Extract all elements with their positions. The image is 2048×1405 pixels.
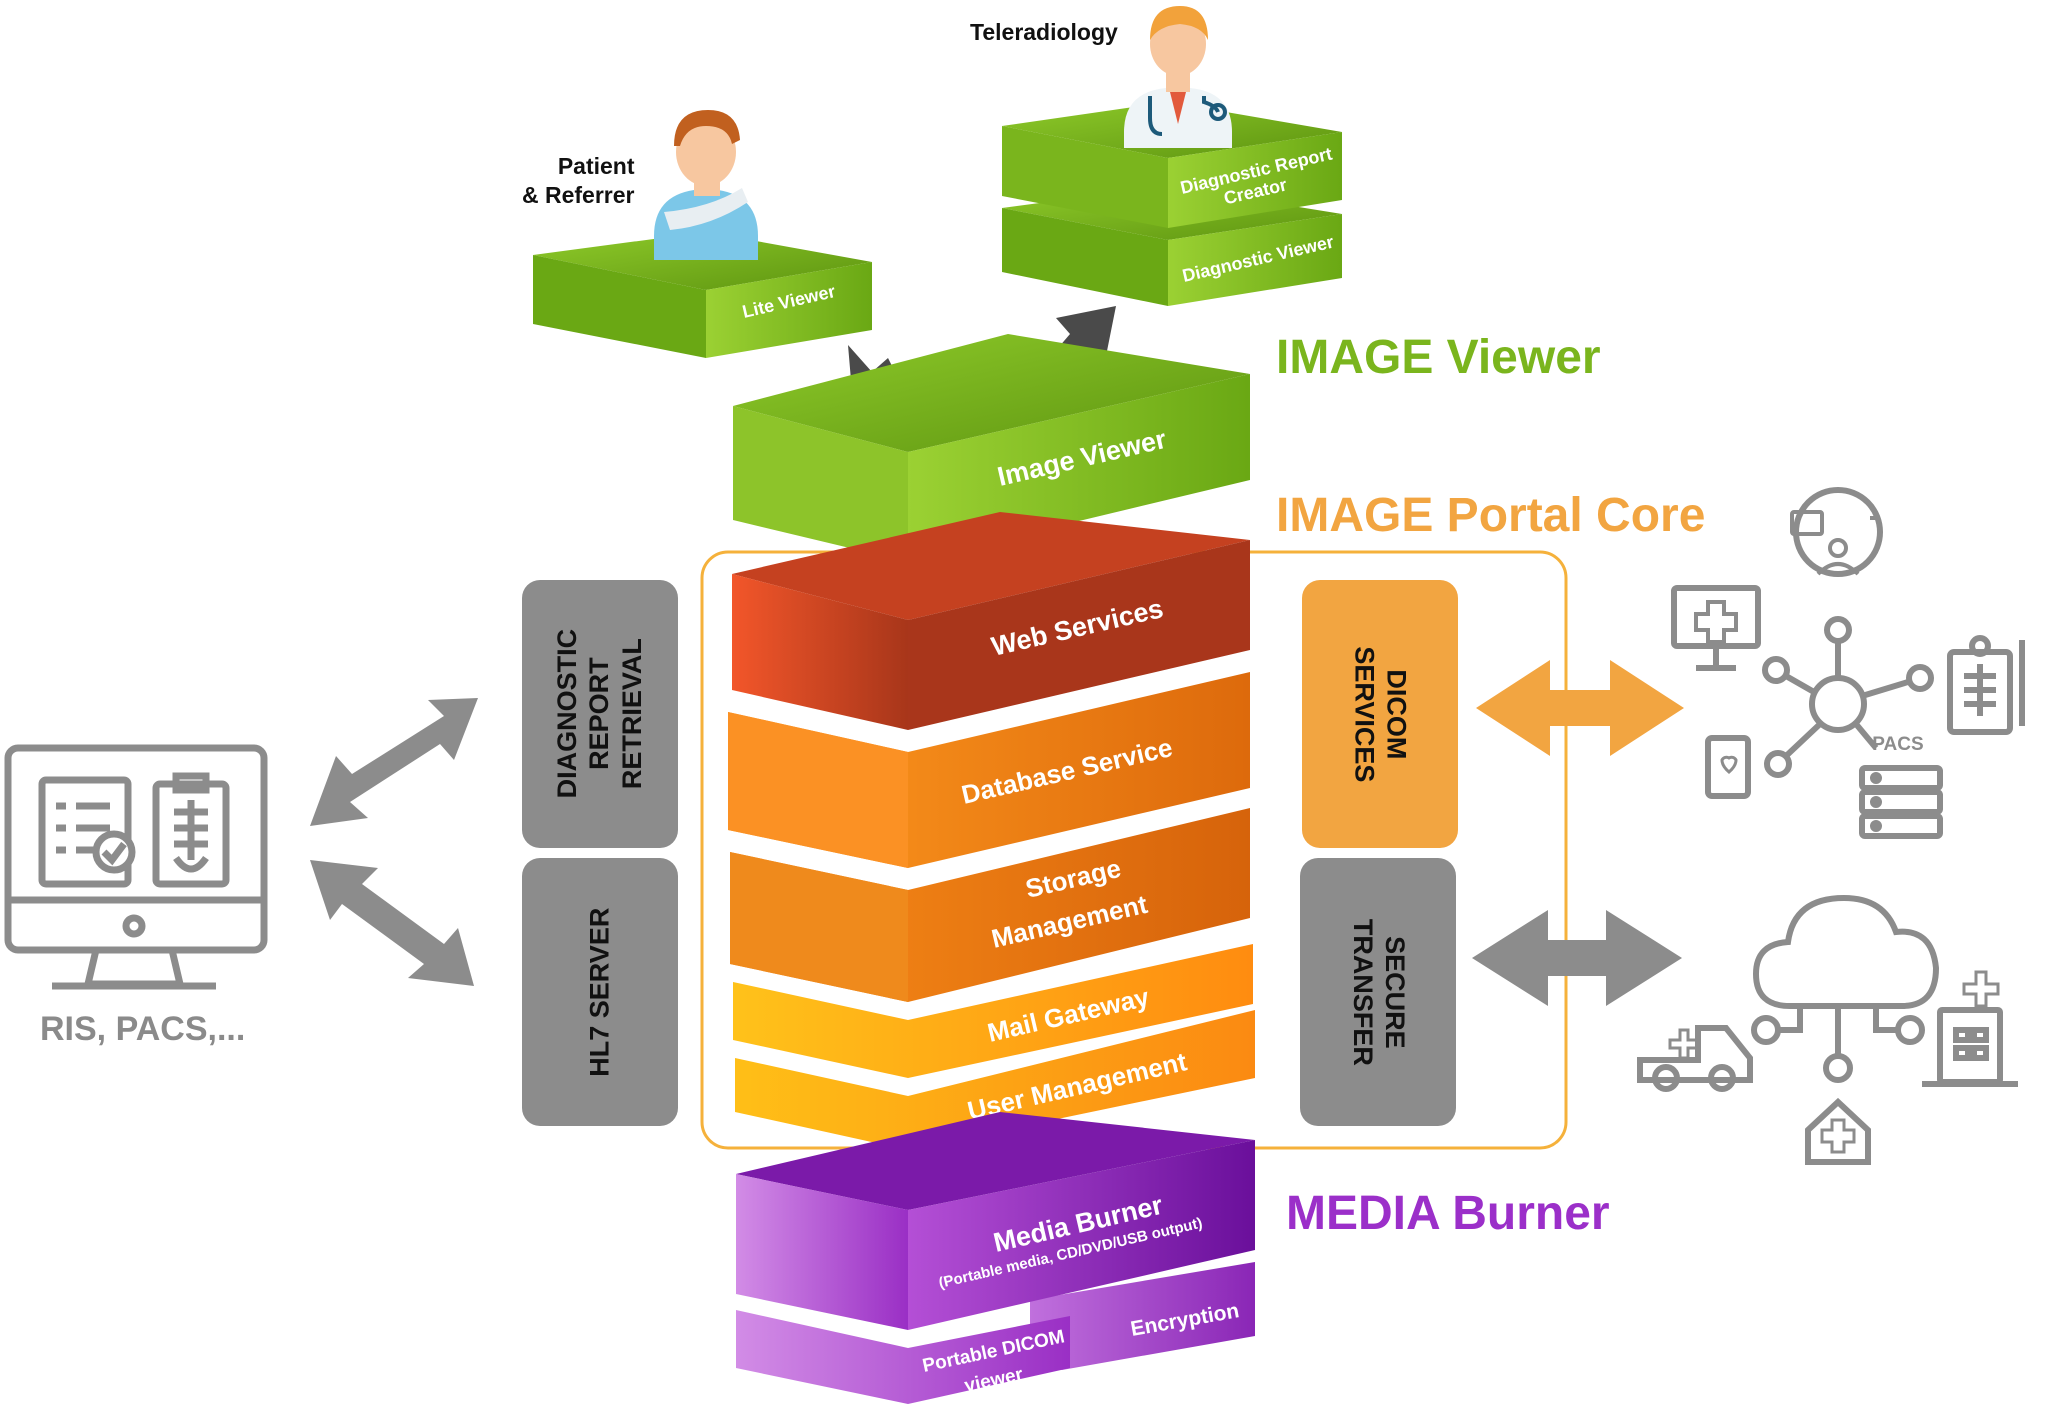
- secure-transfer-label: SECURE TRANSFER: [1347, 918, 1410, 1066]
- media-burner-layer: Media Burner (Portable media, CD/DVD/USB…: [736, 1112, 1255, 1330]
- dicom-bidirectional-arrow: [1476, 660, 1684, 756]
- database-service-layer: Database Service: [728, 672, 1250, 868]
- patient-referrer-label: Patient & Referrer: [522, 153, 635, 208]
- teleradiology-label: Teleradiology: [970, 19, 1118, 45]
- bidirectional-arrow-lower-left: [310, 860, 474, 986]
- lite-viewer-platform: Lite Viewer: [533, 232, 872, 358]
- hl7-server-label: HL7 SERVER: [584, 907, 615, 1077]
- monitor-with-records-icon: [4, 744, 268, 990]
- bidirectional-arrow-upper-left: [310, 698, 478, 826]
- media-burner-section-title: MEDIA Burner: [1286, 1187, 1610, 1240]
- medical-network-icon: [1671, 487, 2025, 839]
- pacs-label: PACS: [1872, 734, 1923, 755]
- storage-management-layer: Storage Management: [730, 808, 1250, 1002]
- encryption-layer: Encryption: [1030, 1262, 1255, 1370]
- web-services-layer: Web Services: [732, 512, 1250, 730]
- secure-transfer-bidirectional-arrow: [1472, 910, 1682, 1006]
- hl7-server-box: HL7 SERVER: [522, 858, 678, 1126]
- image-viewer-section-title: IMAGE Viewer: [1276, 331, 1601, 384]
- ris-pacs-label: RIS, PACS,...: [40, 1010, 246, 1048]
- dicom-services-box: DICOM SERVICES: [1302, 580, 1458, 848]
- patient-icon: [654, 110, 758, 260]
- dicom-services-label: DICOM SERVICES: [1349, 645, 1412, 783]
- diagnostic-report-retrieval-label: DIAGNOSTIC REPORT RETRIEVAL: [552, 629, 648, 799]
- cloud-network-icon: [1637, 894, 2018, 1165]
- diagnostic-report-retrieval-box: DIAGNOSTIC REPORT RETRIEVAL: [522, 580, 678, 848]
- doctor-icon: [1124, 6, 1232, 148]
- secure-transfer-box: SECURE TRANSFER: [1300, 858, 1456, 1126]
- portal-core-section-title: IMAGE Portal Core: [1276, 489, 1706, 542]
